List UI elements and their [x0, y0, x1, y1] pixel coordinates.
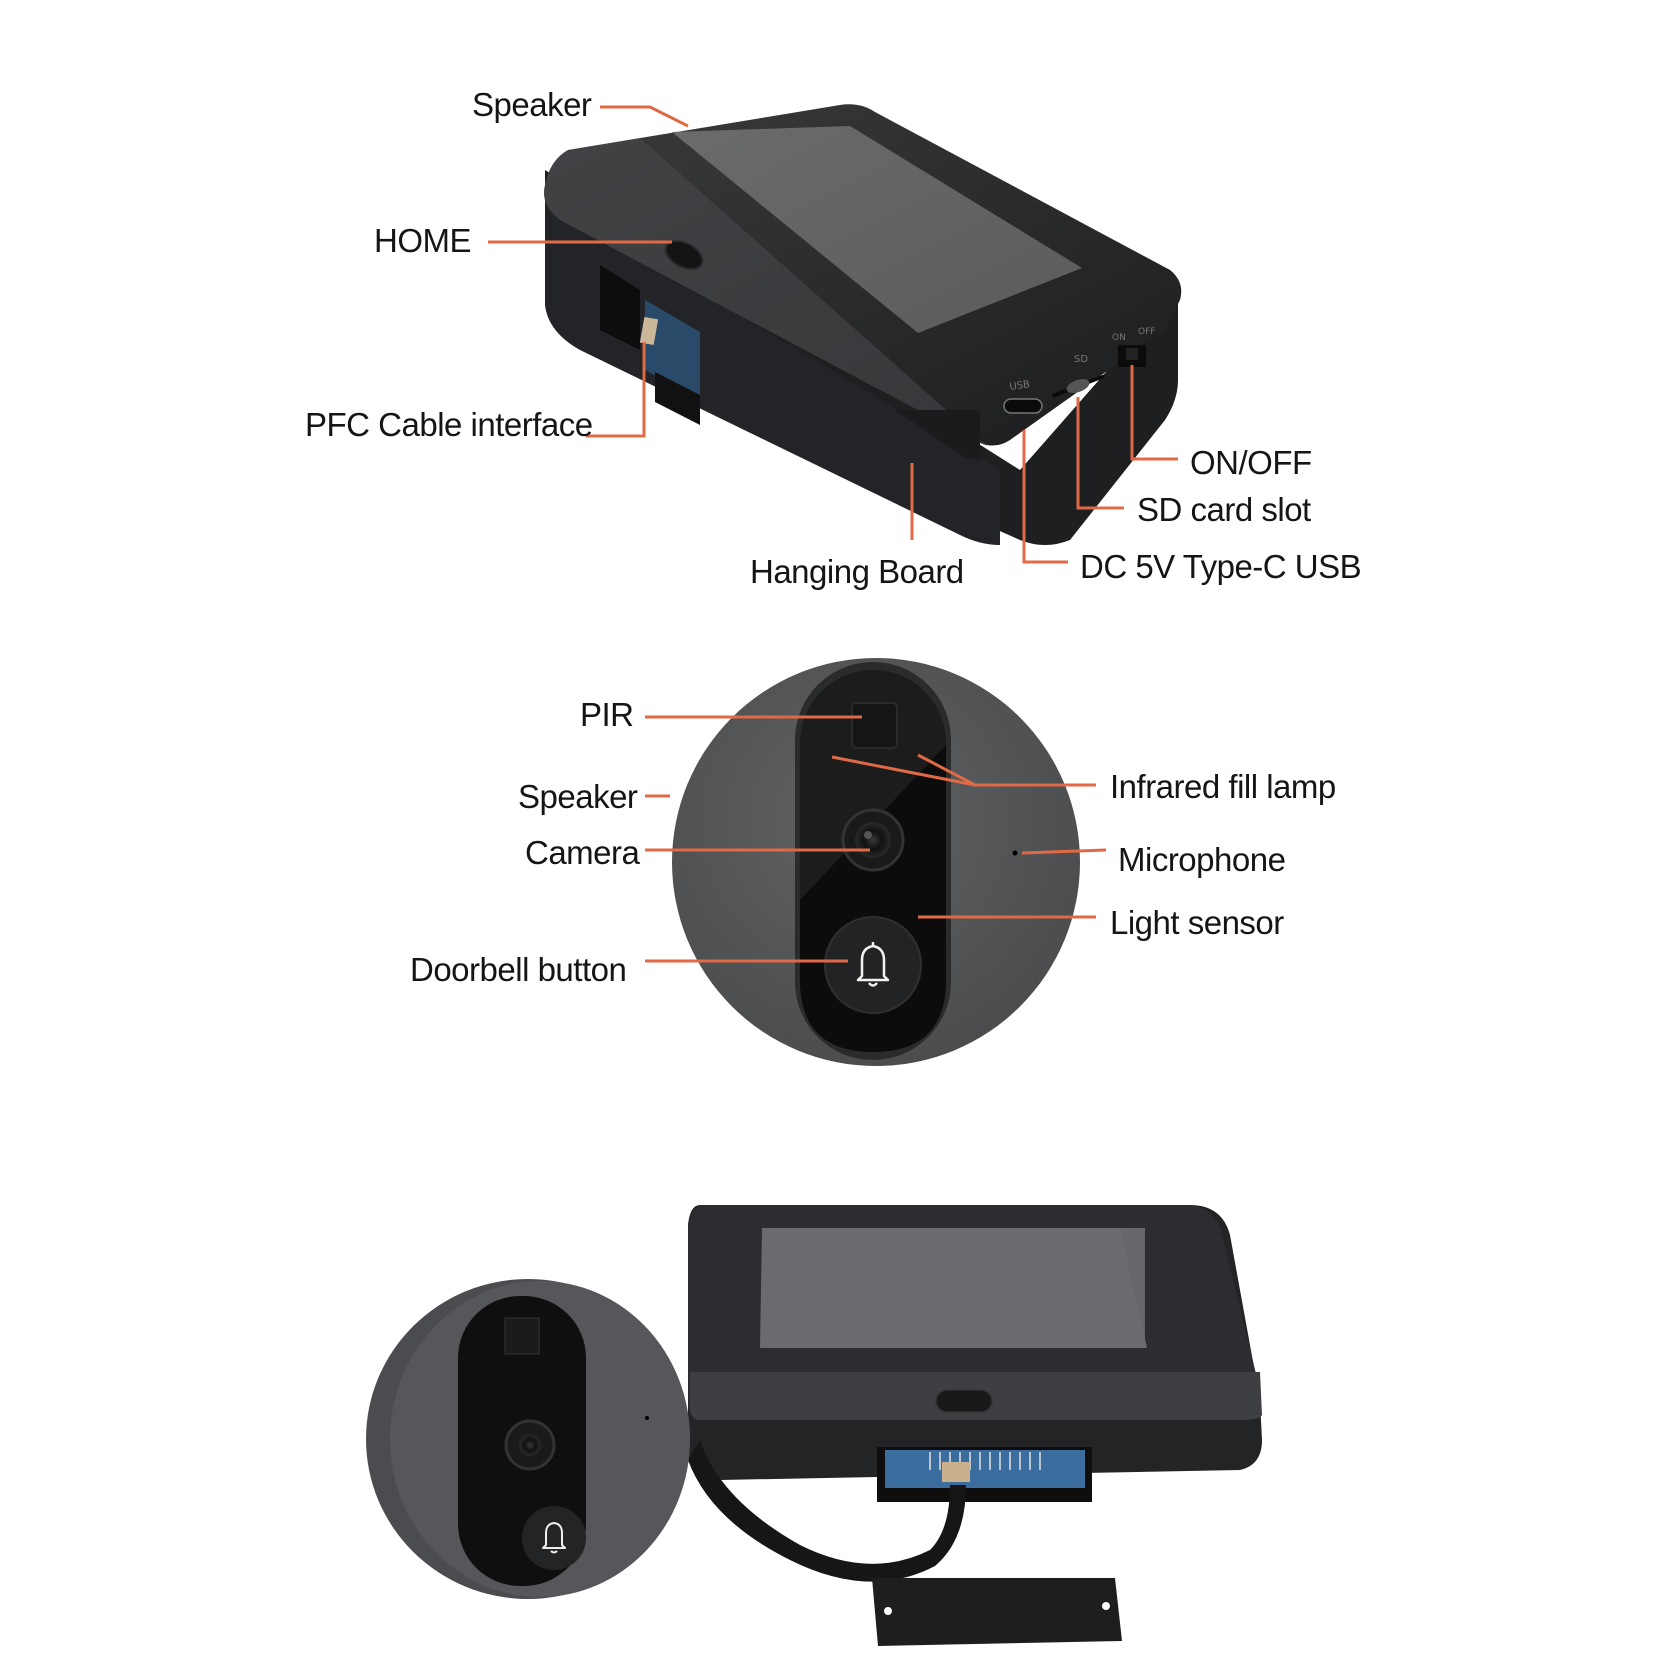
indoor-monitor-top-view: USB SD ON OFF	[544, 104, 1182, 545]
label-speaker-outdoor: Speaker	[518, 778, 638, 815]
usb-leader	[1022, 430, 1068, 564]
pfc-leader	[586, 342, 646, 438]
bell-icon-small	[542, 1522, 566, 1554]
label-speaker-top: Speaker	[472, 86, 592, 123]
label-microphone: Microphone	[1118, 841, 1286, 878]
svg-text:USB: USB	[1009, 379, 1031, 393]
label-hanging-board: Hanging Board	[750, 553, 964, 590]
pcb-board	[885, 1450, 1085, 1488]
outdoor-leader-lines	[645, 715, 1107, 963]
label-sd-card-slot: SD card slot	[1137, 491, 1311, 528]
ribbon-cable	[688, 1440, 966, 1582]
pfc-connector	[639, 316, 659, 346]
svg-text:ON: ON	[1112, 333, 1126, 343]
label-infrared-fill-lamp: Infrared fill lamp	[1110, 768, 1336, 805]
bell-icon	[856, 942, 890, 987]
side-ports: USB SD ON OFF	[1003, 327, 1155, 414]
mic-leader	[1021, 848, 1107, 855]
svg-text:OFF: OFF	[1138, 327, 1155, 337]
pir-sensor	[851, 702, 898, 749]
ir-leader-b	[917, 753, 1096, 787]
label-pir: PIR	[580, 696, 634, 733]
hanging-board-plate	[872, 1578, 1122, 1646]
ribbon-connector	[942, 1462, 970, 1482]
onoff-leader	[1130, 365, 1178, 461]
svg-text:SD: SD	[1074, 354, 1088, 365]
label-light-sensor: Light sensor	[1110, 904, 1284, 941]
usb-c-port	[1003, 398, 1043, 414]
home-button	[664, 239, 704, 271]
camera-lens	[855, 822, 891, 858]
speaker-leader	[600, 105, 689, 128]
label-on-off: ON/OFF	[1190, 444, 1312, 481]
pcb-opening	[600, 265, 640, 350]
monitor-screen	[672, 126, 1082, 333]
label-dc-5v-type-c-usb: DC 5V Type-C USB	[1080, 548, 1362, 585]
hanging-board-recess	[895, 410, 980, 460]
label-doorbell-button: Doorbell button	[410, 951, 627, 988]
microphone-hole	[1012, 850, 1018, 856]
label-camera: Camera	[525, 834, 640, 871]
outdoor-unit-closeup	[672, 658, 1080, 1066]
sd-leader	[1076, 397, 1124, 510]
label-home: HOME	[374, 222, 472, 259]
home-button-front	[935, 1389, 993, 1413]
label-pfc-cable-interface: PFC Cable interface	[305, 406, 593, 443]
top-view-leader-lines	[488, 105, 1178, 564]
ir-leader-a	[831, 755, 976, 787]
outdoor-bell-button-angled	[522, 1506, 586, 1570]
assembled-view	[366, 1205, 1262, 1646]
doorbell-button	[824, 916, 922, 1014]
